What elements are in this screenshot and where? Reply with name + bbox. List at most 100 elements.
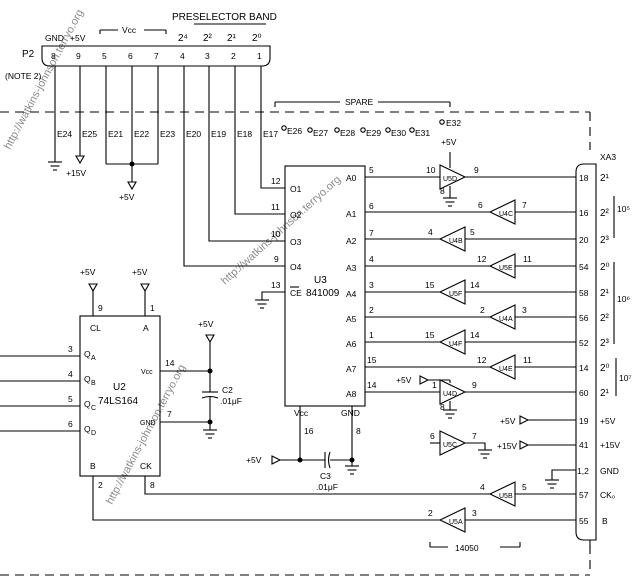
band-exp-3: 2¹	[227, 33, 237, 44]
u3-gnd-pin: 8	[356, 426, 361, 436]
gate-family: 14050	[455, 543, 479, 553]
u3-opin-5: 5	[369, 165, 374, 175]
gate-u5d: U5D 10 9 +5V 8	[365, 137, 576, 207]
u4c-label: U4C	[499, 211, 513, 218]
connector-note: (NOTE 2)	[5, 71, 42, 81]
connector-name: P2	[22, 49, 35, 60]
u3-opin-3: 3	[369, 280, 374, 290]
band-exp-1: 2⁴	[178, 33, 188, 44]
u3-pin-11: 11	[271, 202, 280, 212]
gate-u5f: U5F 15 14	[365, 279, 576, 305]
u4d-out-pin: 9	[472, 380, 477, 390]
u3-opin-6: 6	[369, 201, 374, 211]
u3-out-a7: A7	[346, 364, 357, 374]
u5a-label: U5A	[449, 519, 463, 526]
board-outline	[0, 111, 591, 576]
pin-3: 3	[205, 51, 210, 61]
e17: E17	[263, 129, 278, 139]
u5f-out-pin: 15	[425, 280, 435, 290]
xa3-name: XA3	[600, 152, 616, 162]
u3-part: 841009	[306, 288, 340, 299]
p5-label-top: +5V	[119, 192, 135, 202]
u3-in-ce: CE	[290, 288, 302, 298]
u3-name: U3	[314, 275, 327, 286]
u4f-out-pin: 15	[425, 330, 435, 340]
xa3-bit-8: 2¹	[600, 388, 610, 399]
u2-5v-vcc: +5V	[198, 319, 214, 329]
e22: E22	[134, 129, 149, 139]
u2-qb: Q	[84, 374, 91, 384]
e-points: E24 E25 E21 E22 E23 E20 E19 E18 E17 SPAR…	[57, 97, 461, 139]
e21: E21	[108, 129, 123, 139]
u4d-gnd-pin: 8	[440, 402, 445, 412]
u4c-in-pin: 7	[522, 200, 527, 210]
connector-body	[41, 45, 271, 67]
pin-1: 1	[257, 51, 262, 61]
xa3-power: +5V +15V	[497, 415, 576, 489]
gate-u4f: U4F 15 14	[365, 329, 576, 355]
gate-u5c: U5C 6 7	[430, 430, 492, 459]
u5b-out-pin: 4	[480, 482, 485, 492]
xa3-group-3: 10⁷	[619, 373, 632, 383]
u2-qa: Q	[84, 349, 91, 359]
u4d-label: U4D	[443, 391, 457, 398]
u3-in-o1: O1	[290, 184, 302, 194]
u4c-out-pin: 6	[478, 200, 483, 210]
xa3-pin-18: 18	[579, 173, 589, 183]
u2-pin-4: 4	[68, 369, 73, 379]
pin-9: 9	[76, 51, 81, 61]
watermark-2: http://watkins-johnson.terryo.org	[219, 174, 343, 288]
xa3-15v: +15V	[600, 440, 620, 450]
xa3-pin-41: 41	[579, 440, 589, 450]
pin-4: 4	[180, 51, 185, 61]
e26: E26	[287, 126, 302, 136]
pin-7: 7	[154, 51, 159, 61]
u4b-label: U4B	[449, 238, 463, 245]
xa3-pin-numbers: 18 16 20 54 58 56 52 14 60 19 41 1,2 57 …	[577, 173, 589, 526]
u3-out-a4: A4	[346, 289, 357, 299]
connector-pin-numbers: 8 9 5 6 7 4 3 2 1	[51, 51, 262, 61]
xa3-pin-19: 19	[579, 416, 589, 426]
u4f-in-pin: 14	[470, 330, 480, 340]
xa3-pin-57: 57	[579, 490, 589, 500]
u2-pin-2: 2	[98, 480, 103, 490]
c3-name: C3	[320, 471, 331, 481]
pwr-5v-xa3: +5V	[500, 416, 516, 426]
u3-in-o4: O4	[290, 262, 302, 272]
u2-qa-sub: A	[91, 355, 96, 362]
u2-qb-sub: B	[91, 380, 96, 387]
e32: E32	[446, 118, 461, 128]
c2-name: C2	[222, 385, 233, 395]
u5d-5v: +5V	[441, 137, 457, 147]
e29: E29	[366, 128, 381, 138]
u3-out-a5: A5	[346, 314, 357, 324]
u5b-in-pin: 5	[522, 482, 527, 492]
u3-out-a1: A1	[346, 209, 357, 219]
connector-p2: GND +5V Vcc PRESELECTOR BAND 2⁴ 2² 2¹ 2⁰…	[5, 12, 277, 81]
u2-a: A	[143, 323, 149, 333]
e24: E24	[57, 129, 72, 139]
xa3-pin-1-2: 1,2	[577, 466, 589, 476]
gate-u4c: U4C 6 7	[365, 199, 576, 225]
u2-cl: CL	[90, 323, 101, 333]
e28: E28	[340, 128, 355, 138]
u4a-in-pin: 3	[522, 305, 527, 315]
u3-out-a2: A2	[346, 236, 357, 246]
u4d-in-pin: 1	[432, 380, 437, 390]
xa3-bit-7: 2⁰	[600, 363, 610, 374]
xa3-b: B	[602, 516, 608, 526]
xa3-pin-56: 56	[579, 313, 589, 323]
gate-u4e: U4E 12 11	[365, 354, 576, 380]
u3-vcc-pin: 16	[304, 426, 314, 436]
u2-b: B	[90, 461, 96, 471]
e20: E20	[186, 129, 201, 139]
xa3-group-2: 10⁶	[617, 294, 630, 304]
xa3-ck: CK₀	[600, 490, 616, 500]
u3-in-o3: O3	[290, 237, 302, 247]
u3-out-a3: A3	[346, 263, 357, 273]
u5d-gnd-pin: 8	[440, 186, 445, 196]
e19: E19	[211, 129, 226, 139]
xa3-pin-52: 52	[579, 338, 589, 348]
gate-u4b: U4B 4 5	[365, 226, 576, 252]
u3-out-a6: A6	[346, 339, 357, 349]
